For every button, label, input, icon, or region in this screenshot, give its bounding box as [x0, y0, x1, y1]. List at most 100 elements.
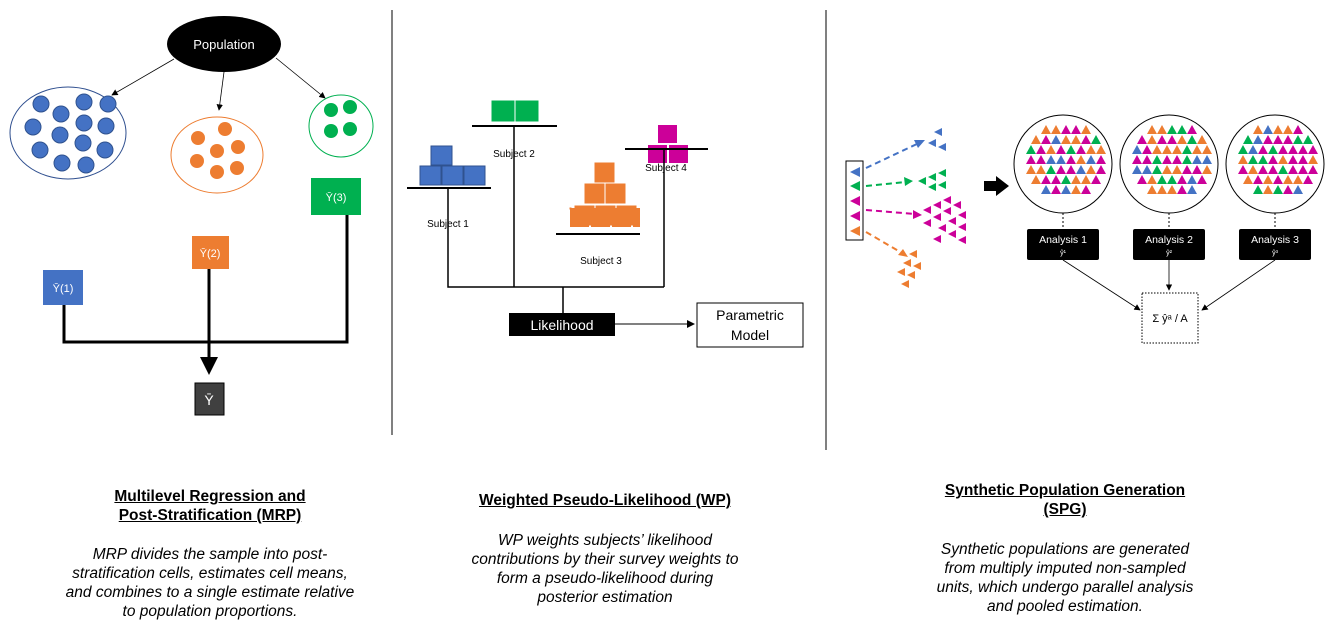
spg-title: Synthetic Population Generation (SPG): [900, 481, 1230, 519]
population-triangle: [1167, 175, 1177, 184]
population-triangle: [1248, 145, 1258, 154]
population-triangle: [1177, 175, 1187, 184]
population-triangle: [1263, 175, 1273, 184]
population-node: [167, 16, 281, 72]
mrp-desc-line-1: MRP divides the sample into post-: [92, 546, 328, 563]
subject3-extra-blocks: [570, 208, 640, 227]
arrow-pool-3: [1201, 259, 1276, 311]
population-triangle: [1031, 135, 1041, 144]
population-triangle: [1273, 185, 1283, 194]
mean-label-green: Ȳ(3): [326, 192, 347, 204]
population-triangle: [1177, 135, 1187, 144]
population-triangle: [1157, 185, 1167, 194]
population-triangle: [1061, 175, 1071, 184]
analysis-box-2: [1133, 229, 1205, 260]
mean-box-blue: [43, 270, 83, 305]
population-triangle: [1132, 155, 1142, 164]
population-triangle: [1293, 125, 1303, 134]
population-triangle: [1278, 165, 1288, 174]
population-triangle: [1192, 155, 1202, 164]
population-triangle: [1147, 175, 1157, 184]
sample-box: [845, 160, 864, 241]
population-label: Population: [193, 37, 254, 52]
spg-desc-line-1: Synthetic populations are generated: [940, 541, 1190, 558]
population-triangle: [1096, 145, 1106, 154]
population-triangle: [1147, 125, 1157, 134]
pooled-estimate-formula: Σ ŷᵃ / A: [1152, 313, 1188, 325]
overall-mean-box: [194, 382, 225, 416]
arrow-pool-1: [1062, 259, 1141, 311]
population-triangle: [1283, 125, 1293, 134]
mrp-title: Multilevel Regression and Post-Stratific…: [40, 487, 380, 525]
population-triangle: [1298, 145, 1308, 154]
spg-desc-line-3: units, which undergo parallel analysis: [936, 579, 1194, 596]
subject2-blocks: [491, 100, 539, 122]
population-triangle: [1273, 125, 1283, 134]
population-triangle: [1041, 175, 1051, 184]
overall-mean-label: Ȳ: [204, 392, 214, 408]
population-triangle: [1192, 165, 1202, 174]
likelihood-box: [509, 313, 615, 336]
population-triangle: [1167, 185, 1177, 194]
population-triangle: [1187, 185, 1197, 194]
mean-label-orange: Ȳ(2): [200, 248, 221, 260]
pooled-estimate-box: [1141, 292, 1199, 344]
population-triangle: [1041, 135, 1051, 144]
population-triangle: [1258, 165, 1268, 174]
population-triangle: [1268, 165, 1278, 174]
population-triangle: [1086, 145, 1096, 154]
mrp-desc-line-3: and combines to a single estimate relati…: [65, 584, 355, 601]
population-triangle: [1132, 165, 1142, 174]
mrp-connectors: [62, 215, 349, 370]
population-triangle: [1202, 145, 1212, 154]
analysis-box-3: [1239, 229, 1311, 260]
population-triangle: [1243, 175, 1253, 184]
spg-title-line-2: (SPG): [1043, 501, 1087, 518]
dash-arrowhead-blue: [914, 140, 925, 148]
population-triangle: [1046, 145, 1056, 154]
big-arrow: [984, 176, 1009, 196]
subject4-label: Subject 4: [645, 163, 687, 174]
expanded-magenta: [923, 196, 966, 244]
wp-caption: Weighted Pseudo-Likelihood (WP) WP weigh…: [430, 491, 780, 607]
population-triangle: [1177, 185, 1187, 194]
population-triangle: [1172, 155, 1182, 164]
subject4-blocks: [648, 125, 688, 163]
population-triangle: [1142, 145, 1152, 154]
population-triangle: [1248, 165, 1258, 174]
population-triangle: [1263, 135, 1273, 144]
population-triangle: [1182, 145, 1192, 154]
population-triangle: [1096, 155, 1106, 164]
population-triangle: [1056, 145, 1066, 154]
population-triangle: [1041, 185, 1051, 194]
mean-box-green: [311, 178, 361, 215]
wp-desc-line-4: posterior estimation: [537, 589, 673, 606]
population-triangle: [1263, 185, 1273, 194]
population-triangle: [1187, 125, 1197, 134]
population-triangle: [1061, 125, 1071, 134]
wp-connectors: [447, 126, 665, 313]
population-triangle: [1026, 165, 1036, 174]
population-triangle: [1283, 135, 1293, 144]
likelihood-label: Likelihood: [530, 317, 593, 333]
population-triangle: [1026, 145, 1036, 154]
analysis-box-1: [1027, 229, 1099, 260]
wp-title: Weighted Pseudo-Likelihood (WP): [478, 492, 731, 509]
population-triangle: [1061, 185, 1071, 194]
analysis-estimate-2: ŷ²: [1166, 250, 1173, 257]
parametric-model-box: [696, 302, 804, 348]
wp-panel: Subject 1 Subject 2 Subject 3: [407, 100, 804, 348]
population-triangle: [1268, 155, 1278, 164]
blue-dots: [24, 93, 117, 174]
population-triangle: [1071, 175, 1081, 184]
blue-cluster: [9, 86, 127, 180]
population-triangle: [1202, 155, 1212, 164]
population-triangle: [1293, 175, 1303, 184]
population-triangle: [1182, 165, 1192, 174]
dash-arrowhead-orange: [898, 249, 908, 257]
population-triangle: [1147, 135, 1157, 144]
population-triangle: [1081, 175, 1091, 184]
population-triangle: [1238, 165, 1248, 174]
dash-arrow-blue: [865, 142, 920, 169]
